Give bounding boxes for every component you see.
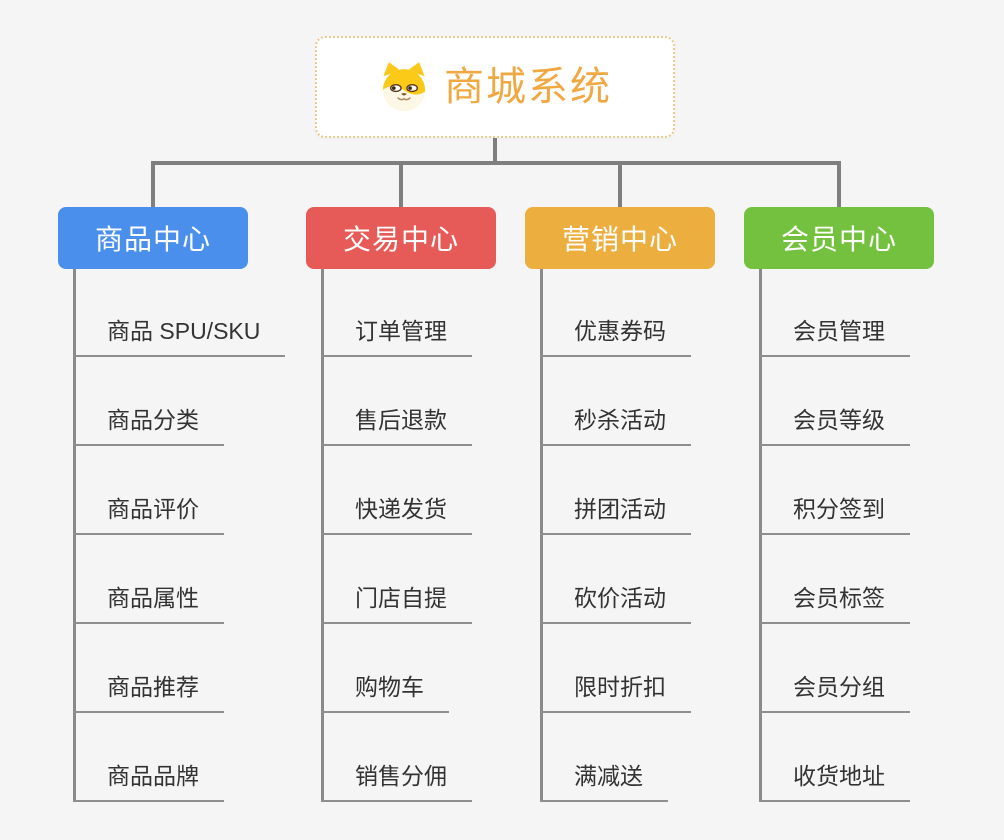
leaf-node[interactable]: 会员管理 [759,315,910,357]
leaf-node[interactable]: 销售分佣 [321,760,472,802]
leaf-node[interactable]: 积分签到 [759,493,910,535]
leaf-node[interactable]: 限时折扣 [540,671,691,713]
leaf-node[interactable]: 购物车 [321,671,449,713]
root-node-mall-system[interactable]: 商城系统 [315,36,675,138]
leaf-node[interactable]: 门店自提 [321,582,472,624]
leaf-node[interactable]: 会员标签 [759,582,910,624]
branch-box-marketing-center[interactable]: 营销中心 [525,207,715,269]
leaf-node[interactable]: 优惠券码 [540,315,691,357]
branch-marketing-center: 营销中心 优惠券码 秒杀活动 拼团活动 砍价活动 限时折扣 满减送 [525,207,765,807]
leaf-node[interactable]: 商品分类 [73,404,224,446]
leaf-node[interactable]: 会员等级 [759,404,910,446]
leaf-node[interactable]: 秒杀活动 [540,404,691,446]
leaf-node[interactable]: 商品 SPU/SKU [73,315,286,357]
root-title: 商城系统 [444,65,612,109]
leaf-node[interactable]: 满减送 [540,760,668,802]
leaf-node[interactable]: 快递发货 [321,493,472,535]
branch-trade-center: 交易中心 订单管理 售后退款 快递发货 门店自提 购物车 销售分佣 [306,207,546,807]
branch-box-product-center[interactable]: 商品中心 [58,207,248,269]
branch-box-member-center[interactable]: 会员中心 [744,207,934,269]
branch-member-center: 会员中心 会员管理 会员等级 积分签到 会员标签 会员分组 收货地址 [744,207,984,807]
leaf-node[interactable]: 收货地址 [759,760,910,802]
shiba-dog-icon [382,62,426,112]
leaf-node[interactable]: 商品评价 [73,493,224,535]
leaf-node[interactable]: 会员分组 [759,671,910,713]
leaf-node[interactable]: 售后退款 [321,404,472,446]
leaf-node[interactable]: 商品推荐 [73,671,224,713]
leaf-node[interactable]: 砍价活动 [540,582,691,624]
branch-product-center: 商品中心 商品 SPU/SKU 商品分类 商品评价 商品属性 商品推荐 商品品牌 [58,207,298,807]
leaf-node[interactable]: 订单管理 [321,315,472,357]
leaf-node[interactable]: 拼团活动 [540,493,691,535]
leaf-node[interactable]: 商品品牌 [73,760,224,802]
leaf-node[interactable]: 商品属性 [73,582,224,624]
branch-box-trade-center[interactable]: 交易中心 [306,207,496,269]
